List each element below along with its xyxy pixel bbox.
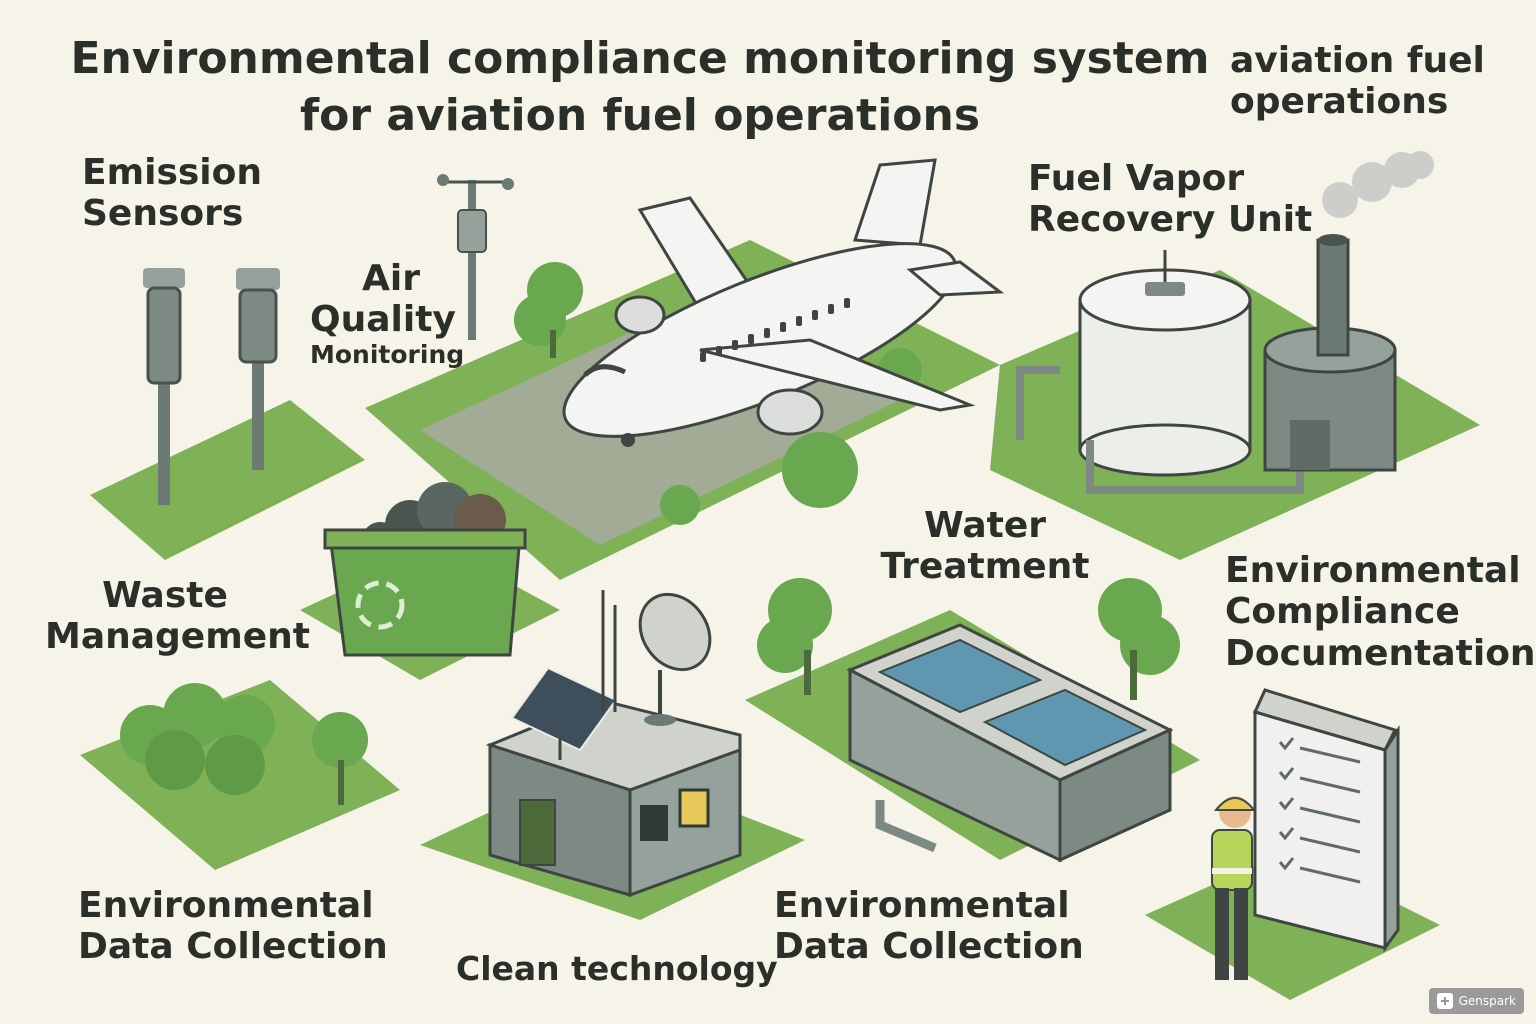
bush-icon <box>120 683 368 805</box>
water-treatment-line-1: Water <box>923 505 1047 546</box>
air-quality-line-3: Monitoring <box>310 339 465 369</box>
air-quality-line-1: Air <box>362 258 420 299</box>
label-aviation-fuel-operations: aviation fuel operations <box>1230 40 1485 123</box>
data-collection-right-line-1: Environmental <box>774 885 1070 926</box>
emission-sensor-icon <box>143 268 280 505</box>
title-line-2: for aviation fuel operations <box>299 90 981 142</box>
storage-tank-icon <box>1016 250 1304 494</box>
emission-sensors-line-2: Sensors <box>82 193 244 235</box>
compliance-docs-line-1: Environmental <box>1225 550 1521 591</box>
data-collection-left-line-2: Data Collection <box>78 926 388 968</box>
worker-icon <box>1211 796 1257 980</box>
data-collection-right-line-2: Data Collection <box>774 926 1084 968</box>
compliance-docs-line-3: Documentation <box>1225 632 1536 674</box>
genspark-watermark: Genspark <box>1428 988 1524 1014</box>
label-clean-technology: Clean technology <box>456 950 778 988</box>
data-collection-left-line-1: Environmental <box>78 885 374 926</box>
label-air-quality: Air Quality Monitoring <box>310 258 464 370</box>
air-quality-line-2: Quality <box>310 299 456 341</box>
compliance-docs-line-2: Compliance <box>1225 591 1460 633</box>
building-icon <box>485 698 742 898</box>
water-treatment-line-2: Treatment <box>880 546 1090 588</box>
genspark-logo-icon <box>1436 993 1453 1009</box>
emission-sensors-line-1: Emission <box>82 152 262 193</box>
fuel-vapor-line-2: Recovery Unit <box>1028 199 1313 241</box>
corner-label-line-2: operations <box>1230 81 1449 123</box>
water-tank-icon <box>846 623 1174 863</box>
stack-icon <box>1263 151 1434 472</box>
label-fuel-vapor-recovery: Fuel Vapor Recovery Unit <box>1028 158 1312 241</box>
antenna-icon <box>601 590 617 712</box>
label-compliance-documentation: Environmental Compliance Documentation <box>1225 550 1536 674</box>
label-emission-sensors: Emission Sensors <box>82 152 262 235</box>
label-data-collection-right: Environmental Data Collection <box>774 885 1084 968</box>
weather-mast-icon <box>437 174 514 340</box>
compliance-board-icon <box>1252 688 1400 953</box>
title-line-1: Environmental compliance monitoring syst… <box>70 33 1210 84</box>
waste-bin-icon <box>323 482 527 657</box>
label-waste-management: Waste Management <box>45 575 310 658</box>
corner-label-line-1: aviation fuel <box>1230 40 1485 81</box>
tree-icon <box>757 578 1180 700</box>
page-title: Environmental compliance monitoring syst… <box>60 30 1220 144</box>
clean-technology-text: Clean technology <box>456 949 778 988</box>
satellite-dish-icon <box>638 592 712 726</box>
watermark-text: Genspark <box>1458 994 1516 1008</box>
label-data-collection-left: Environmental Data Collection <box>78 885 388 968</box>
waste-management-line-2: Management <box>45 616 310 658</box>
waste-management-line-1: Waste <box>102 575 228 616</box>
aircraft-icon <box>562 158 1005 447</box>
label-water-treatment: Water Treatment <box>880 505 1090 588</box>
fuel-vapor-line-1: Fuel Vapor <box>1028 158 1245 199</box>
